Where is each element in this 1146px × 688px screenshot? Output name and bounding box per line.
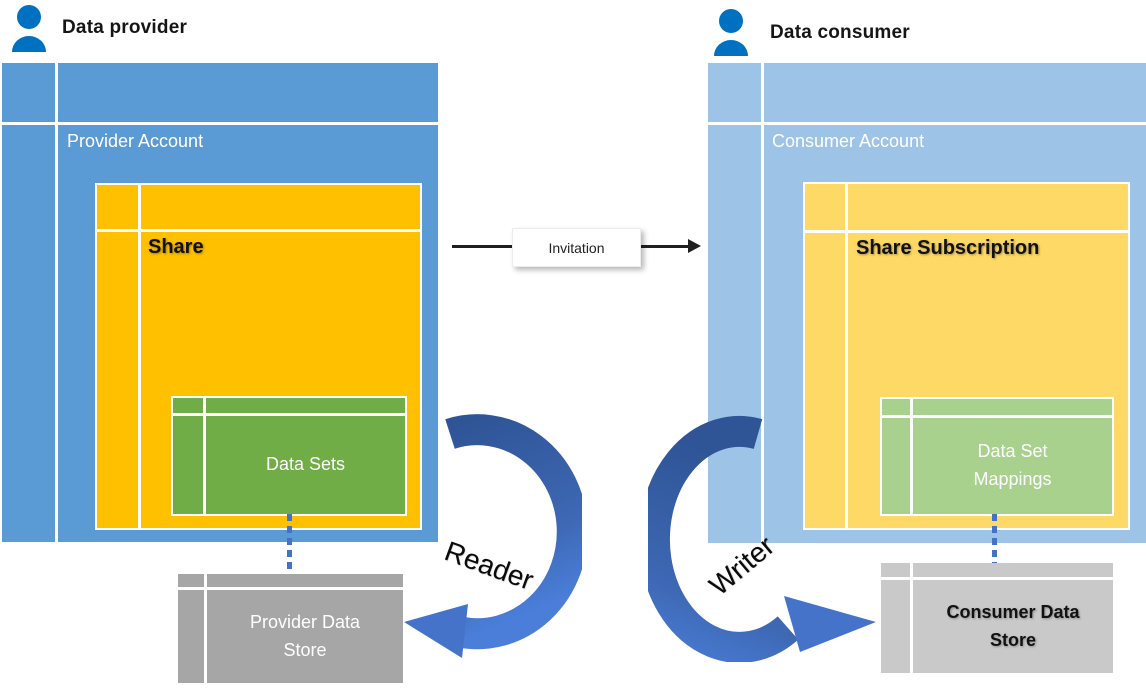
consumer-store-col-divider	[910, 563, 913, 673]
consumer-data-store-label: Consumer Data Store	[946, 601, 1080, 650]
consumer-person-icon	[714, 9, 748, 56]
reader-curved-arrow	[404, 414, 582, 658]
data-sets-label: Data Sets	[265, 454, 346, 475]
provider-account-label: Provider Account	[67, 131, 204, 151]
invitation-arrowhead	[688, 239, 701, 253]
mappings-col-divider	[910, 399, 913, 514]
share-subscription-label: Share Subscription	[856, 237, 1040, 259]
consumer-store-connector	[992, 514, 997, 563]
provider-person-icon	[12, 5, 46, 52]
subscription-row-divider	[805, 230, 1128, 233]
writer-curved-arrow	[648, 415, 876, 662]
provider-store-connector	[287, 514, 292, 574]
provider-store-row-divider	[178, 587, 403, 590]
data-sets-col-divider	[203, 398, 206, 514]
consumer-store-row-divider	[881, 577, 1113, 580]
consumer-data-store-box: Consumer Data Store	[881, 563, 1113, 673]
invitation-label: Invitation	[548, 239, 605, 256]
share-label: Share	[148, 236, 204, 258]
share-col-divider	[138, 185, 141, 528]
data-sets-row-divider	[173, 413, 405, 416]
data-sets-box: Data Sets	[171, 396, 407, 516]
consumer-header-label: Data consumer	[770, 22, 910, 43]
subscription-col-divider	[845, 184, 848, 528]
data-set-mappings-label: Data Set Mappings	[973, 441, 1052, 489]
consumer-account-col-divider	[761, 63, 764, 543]
provider-data-store-label: Provider Data Store	[249, 611, 361, 660]
provider-account-col-divider	[55, 63, 58, 542]
consumer-account-label: Consumer Account	[772, 131, 925, 151]
provider-data-store-box: Provider Data Store	[178, 574, 403, 683]
data-set-mappings-box: Data Set Mappings	[880, 397, 1114, 516]
mappings-row-divider	[882, 415, 1112, 418]
share-row-divider	[97, 229, 420, 232]
provider-header-label: Data provider	[62, 17, 188, 38]
provider-store-col-divider	[204, 574, 207, 683]
provider-account-row-divider	[2, 122, 438, 125]
invitation-label-box: Invitation	[512, 228, 641, 267]
consumer-account-row-divider	[708, 122, 1146, 125]
